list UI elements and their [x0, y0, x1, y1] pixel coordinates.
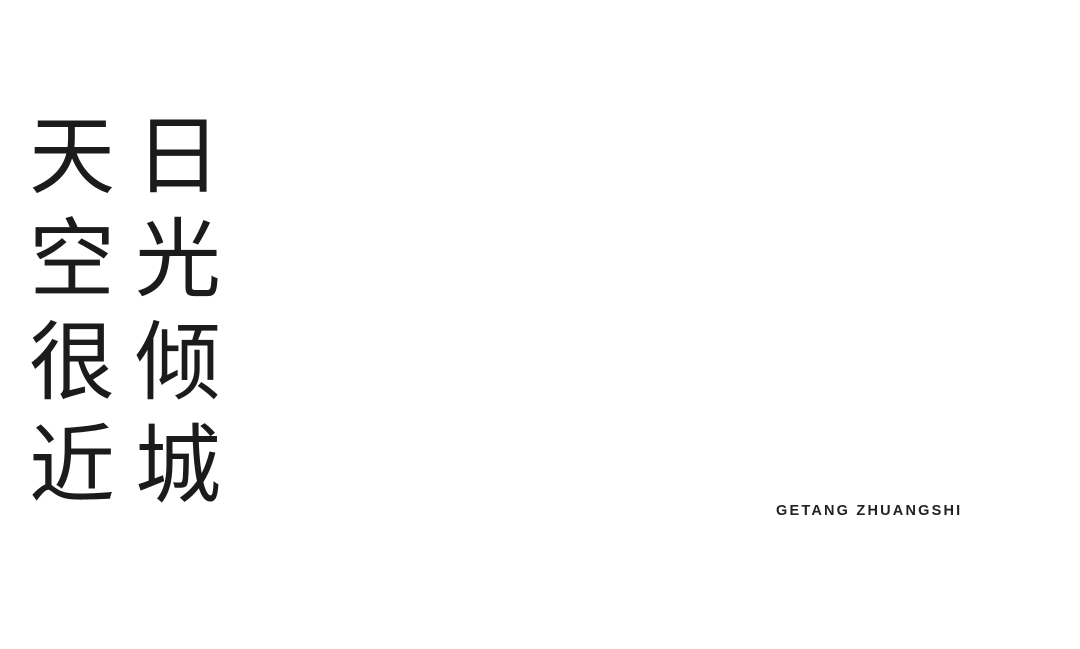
poem-column-right: 日 光 倾 城 [134, 106, 222, 518]
poem-char: 天 [29, 107, 115, 207]
poem-char: 近 [29, 416, 115, 516]
poem-char: 日 [135, 107, 221, 207]
poem-char: 倾 [135, 313, 221, 413]
poem-char: 空 [29, 210, 115, 310]
brand-wordmark: GETANG ZHUANGSHI [776, 503, 963, 519]
poem-char: 光 [135, 210, 221, 310]
poem-char: 城 [135, 416, 221, 516]
vertical-poem: 天 空 很 近 日 光 倾 城 [28, 106, 222, 518]
poem-column-left: 天 空 很 近 [28, 106, 116, 518]
poem-char: 很 [29, 313, 115, 413]
